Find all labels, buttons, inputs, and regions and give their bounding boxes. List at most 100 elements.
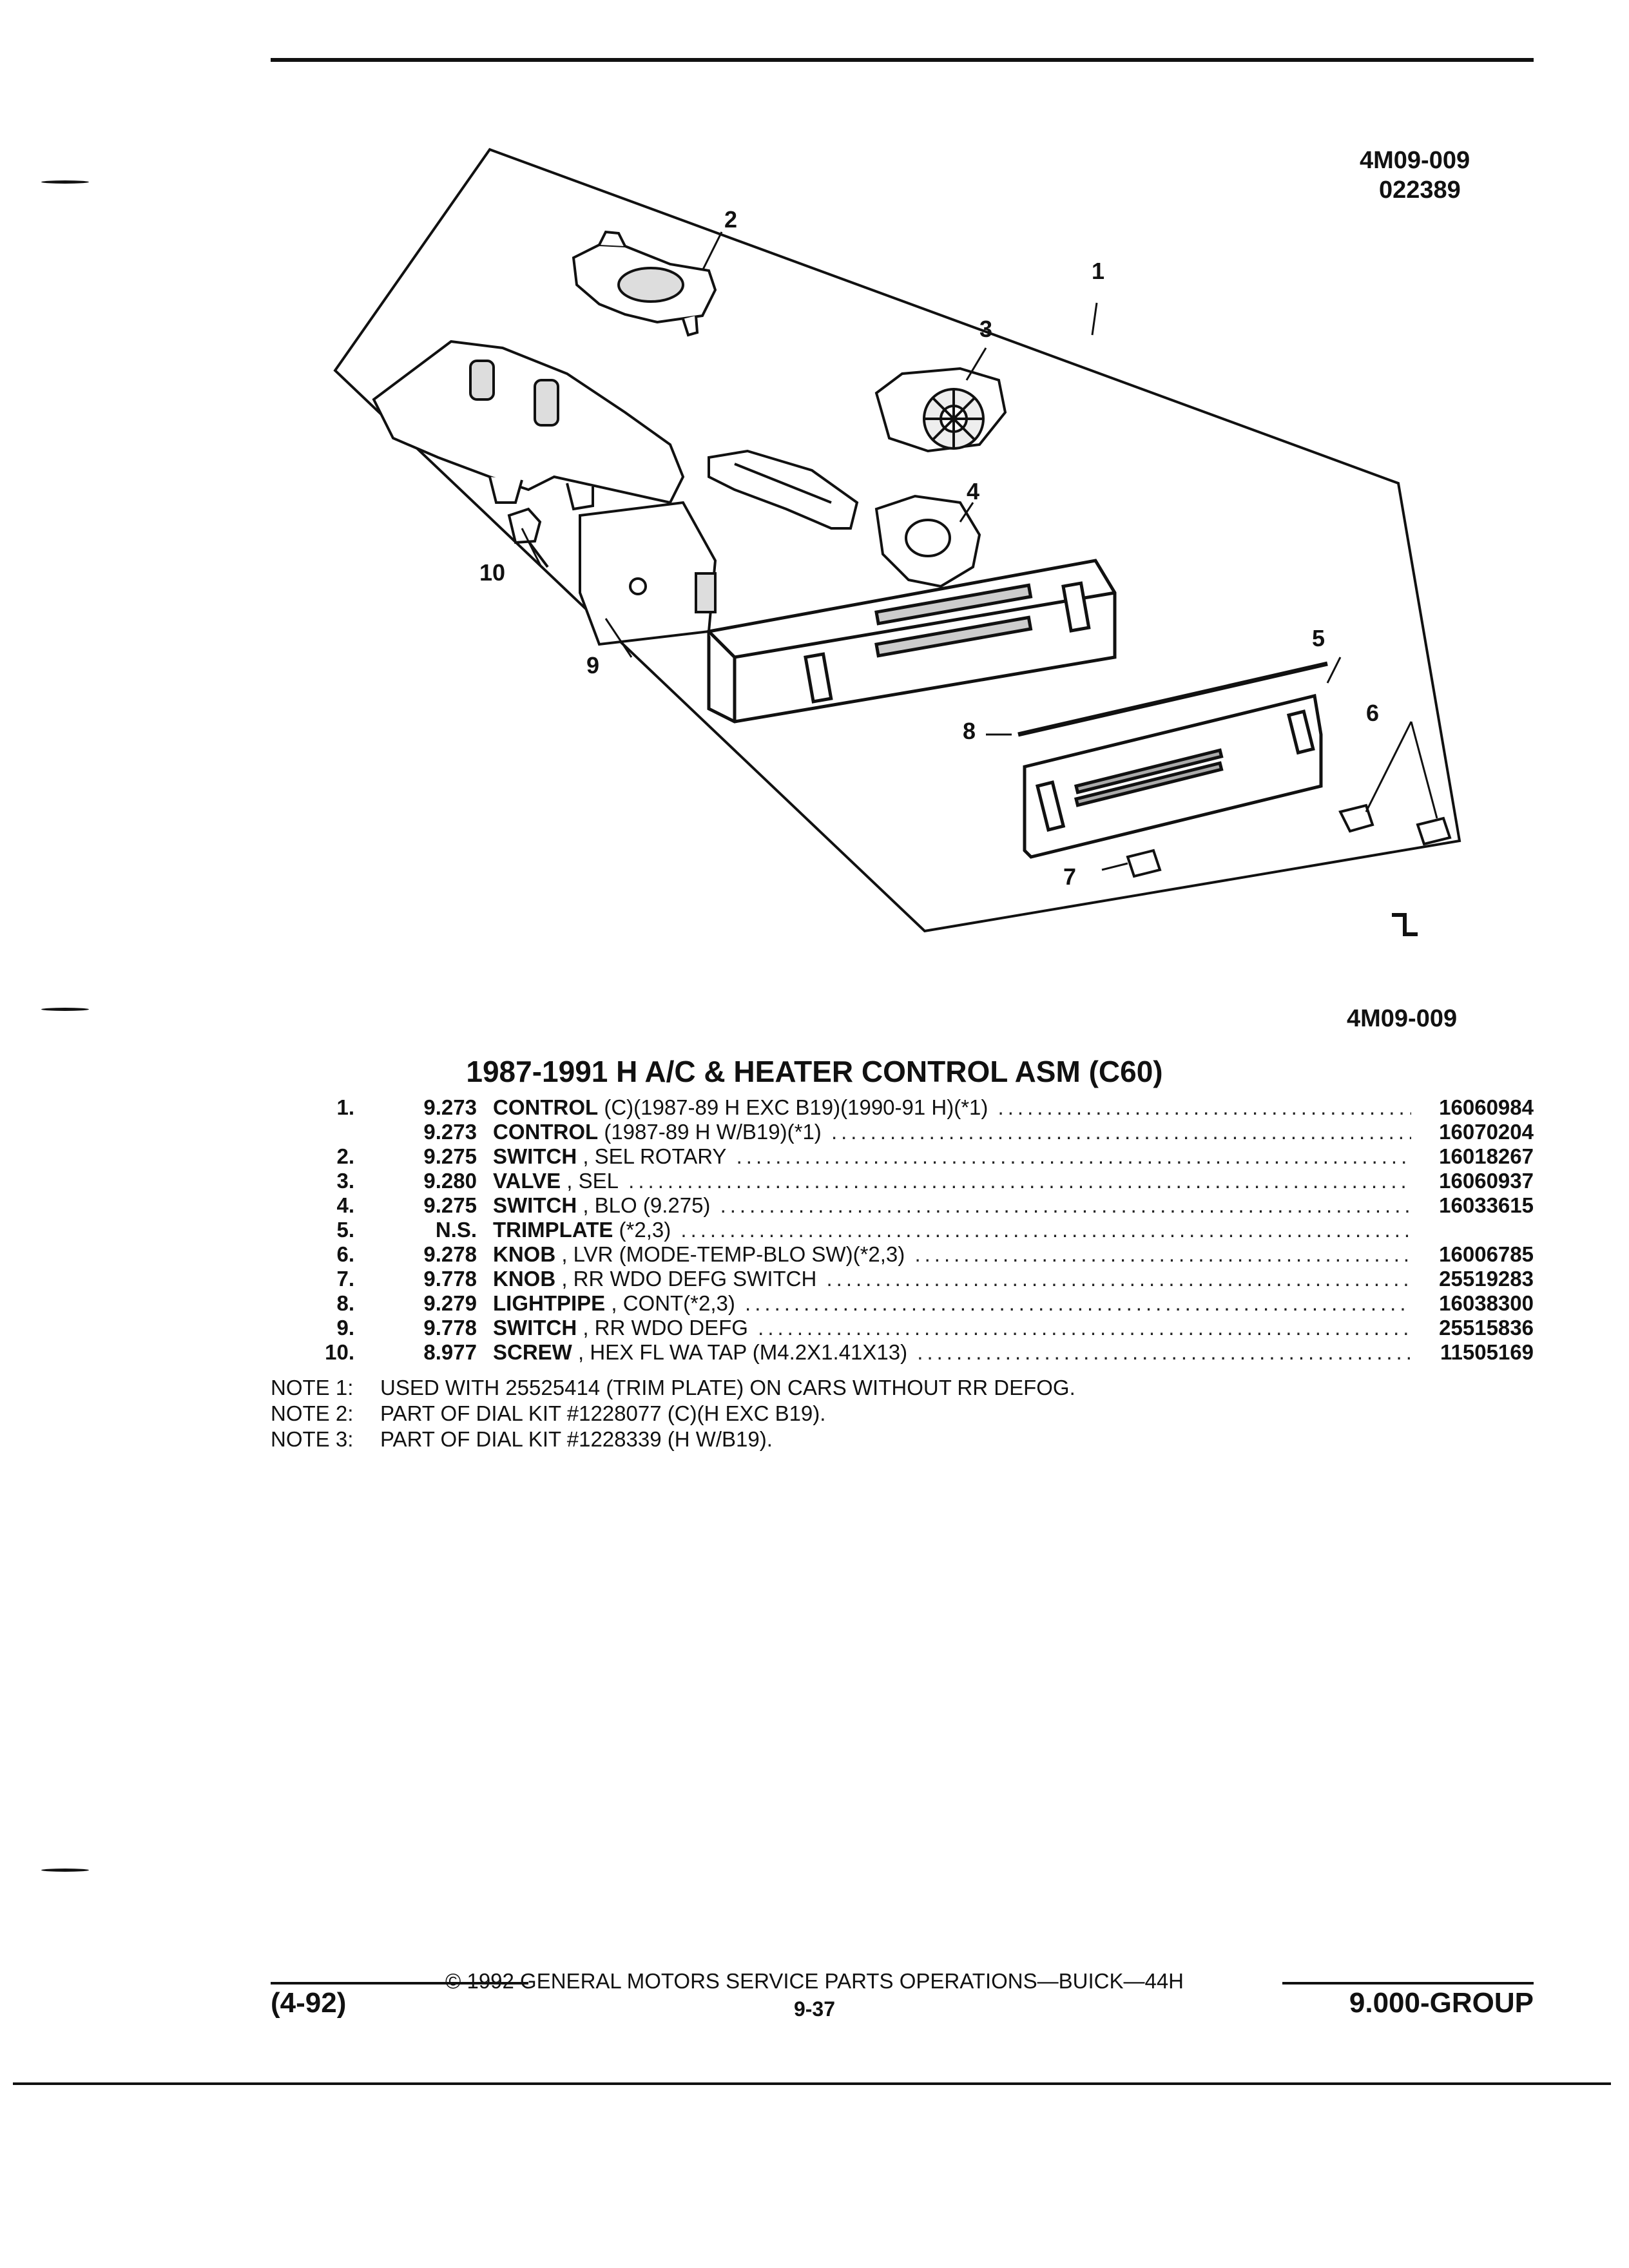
part-detail: , SEL ROTARY (577, 1144, 727, 1168)
part-description: LIGHTPIPE , CONT(*2,3) .................… (493, 1291, 1411, 1316)
note-3: NOTE 3:PART OF DIAL KIT #1228339 (H W/B1… (271, 1427, 773, 1451)
part-number: 11505169 (1440, 1340, 1534, 1364)
callout-6: 6 (1366, 700, 1380, 726)
group-number: 9.778 (423, 1267, 477, 1291)
parts-row: 7. 9.778 KNOB , RR WDO DEFG SWITCH .......… (271, 1267, 1534, 1291)
group-number: 9.275 (423, 1144, 477, 1168)
part-description: CONTROL (1987-89 H W/B19)(*1) ..........… (493, 1120, 1411, 1144)
part-name: KNOB (493, 1242, 556, 1266)
group-number: 9.278 (423, 1242, 477, 1266)
part-number: 25515836 (1439, 1316, 1534, 1340)
knob-parts (1126, 803, 1452, 878)
footer-rule-right (1282, 1982, 1534, 1984)
part-detail: , LVR (MODE-TEMP-BLO SW)(*2,3) (555, 1242, 905, 1266)
group-number: 8.977 (423, 1340, 477, 1364)
part-description: SCREW , HEX FL WA TAP (M4.2X1.41X13) ...… (493, 1340, 1411, 1365)
part-description: VALVE , SEL ............................… (493, 1169, 1411, 1193)
leader-dots: ........................................… (628, 1169, 1411, 1193)
callout-9: 9 (586, 652, 600, 678)
parts-row: 6. 9.278 KNOB , LVR (MODE-TEMP-BLO SW)(*2,… (271, 1242, 1534, 1267)
leader-dots: ........................................… (745, 1291, 1411, 1315)
leader-dots: ........................................… (758, 1316, 1411, 1340)
figure-date: 022389 (1379, 177, 1461, 204)
margin-mark (41, 1869, 89, 1872)
leader-dots: ........................................… (917, 1340, 1411, 1364)
trim-plate-part (1023, 693, 1323, 859)
lightpipe-part (1017, 661, 1328, 737)
part-description: KNOB , RR WDO DEFG SWITCH ..............… (493, 1267, 1411, 1291)
figure-id: 4M09-009 (1360, 147, 1470, 174)
selector-switch-part (572, 230, 717, 337)
note-1: NOTE 1:USED WITH 25525414 (TRIM PLATE) O… (271, 1376, 1075, 1399)
group-label: 9.000-GROUP (1349, 1987, 1534, 2019)
item-number: 8. (336, 1291, 354, 1315)
part-description: TRIMPLATE (*2,3) .......................… (493, 1218, 1411, 1242)
part-detail: , RR WDO DEFG SWITCH (555, 1267, 817, 1291)
part-number: 16018267 (1439, 1144, 1534, 1168)
item-number: 3. (336, 1169, 354, 1193)
item-number: 4. (336, 1193, 354, 1217)
part-name: VALVE (493, 1169, 561, 1193)
part-detail: , RR WDO DEFG (577, 1316, 748, 1340)
part-number: 16033615 (1439, 1193, 1534, 1217)
corner-symbol (1392, 913, 1418, 936)
group-number: 9.279 (423, 1291, 477, 1315)
part-number: 16060984 (1439, 1095, 1534, 1119)
part-description: SWITCH , BLO (9.275) ...................… (493, 1193, 1411, 1218)
leader-dots: ........................................… (998, 1095, 1411, 1119)
part-detail: , BLO (9.275) (577, 1193, 711, 1217)
part-detail: , SEL (561, 1169, 619, 1193)
part-number: 16038300 (1439, 1291, 1534, 1315)
parts-row: 2. 9.275 SWITCH , SEL ROTARY .............… (271, 1144, 1534, 1169)
part-name: LIGHTPIPE (493, 1291, 606, 1315)
margin-mark (41, 1008, 89, 1011)
assembly-boundary (333, 148, 1461, 933)
callout-8: 8 (963, 718, 976, 744)
notes: NOTE 1:USED WITH 25525414 (TRIM PLATE) O… (271, 1375, 1075, 1452)
rear-defog-switch-part (579, 501, 717, 646)
callout-5: 5 (1312, 625, 1325, 651)
item-number: 2. (336, 1144, 354, 1168)
screw-part (507, 507, 549, 568)
page-number: 9-37 (793, 1997, 836, 2021)
part-name: KNOB (493, 1267, 556, 1291)
blower-switch-part (874, 494, 981, 588)
part-number: 16060937 (1439, 1169, 1534, 1193)
callout-3: 3 (979, 316, 993, 342)
group-number: 9.280 (423, 1169, 477, 1193)
part-detail: (*2,3) (613, 1218, 671, 1242)
note-2: NOTE 2:PART OF DIAL KIT #1228077 (C)(H E… (271, 1401, 826, 1425)
figure-ref: 4M09-009 (1347, 1005, 1458, 1032)
top-rule (271, 58, 1534, 62)
item-number: 7. (336, 1267, 354, 1291)
date-code: (4-92) (271, 1987, 347, 2019)
leader-dots: ........................................… (831, 1120, 1411, 1144)
parts-row: 5.N.S.TRIMPLATE (*2,3) .................… (271, 1218, 1534, 1242)
group-number: 9.778 (423, 1316, 477, 1340)
leader-dots: ........................................… (720, 1193, 1411, 1217)
part-name: SWITCH (493, 1144, 577, 1168)
group-number: N.S. (435, 1218, 477, 1242)
callout-1: 1 (1092, 258, 1105, 284)
item-number: 10. (325, 1340, 354, 1364)
item-number: 6. (336, 1242, 354, 1266)
group-number: 9.273 (423, 1095, 477, 1119)
part-detail: , CONT(*2,3) (605, 1291, 735, 1315)
leader-dots: ........................................… (680, 1218, 1411, 1242)
callout-4: 4 (967, 478, 980, 505)
part-name: SWITCH (493, 1193, 577, 1217)
part-detail: (C)(1987-89 H EXC B19)(1990-91 H)(*1) (598, 1095, 988, 1119)
part-description: SWITCH , RR WDO DEFG ...................… (493, 1316, 1411, 1340)
parts-row: 8. 9.279 LIGHTPIPE , CONT(*2,3) ..........… (271, 1291, 1534, 1316)
parts-title: 1987-1991 H A/C & HEATER CONTROL ASM (C6… (466, 1055, 1163, 1088)
part-description: SWITCH , SEL ROTARY ....................… (493, 1144, 1411, 1169)
part-description: KNOB , LVR (MODE-TEMP-BLO SW)(*2,3) ....… (493, 1242, 1411, 1267)
part-name: SCREW (493, 1340, 572, 1364)
callout-2: 2 (724, 206, 738, 233)
parts-row: 3. 9.280 VALVE , SEL .....................… (271, 1169, 1534, 1193)
